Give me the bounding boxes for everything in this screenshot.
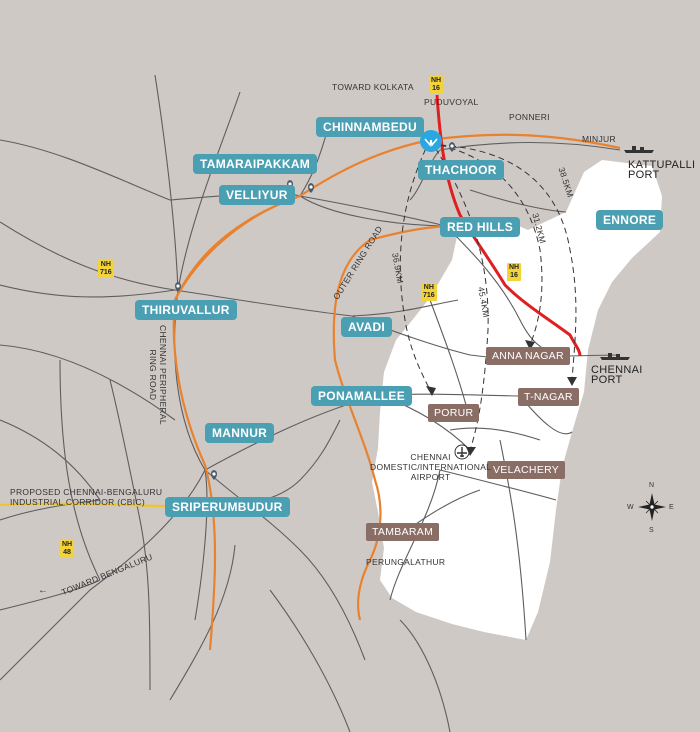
text-toward-kolkata: TOWARD KOLKATA	[332, 82, 414, 92]
label-chinnambedu[interactable]: CHINNAMBEDU	[316, 117, 424, 137]
pin-tamaraipakkam	[308, 183, 314, 193]
compass-s: S	[649, 527, 654, 534]
text-perungalathur: PERUNGALATHUR	[366, 557, 446, 567]
pin-thachoor	[449, 142, 455, 152]
label-red-hills[interactable]: RED HILLS	[440, 217, 521, 237]
compass-n: N	[649, 482, 655, 489]
text-industrial-corridor: PROPOSED CHENNAI-BENGALURU INDUSTRIAL CO…	[10, 487, 163, 507]
label-avadi[interactable]: AVADI	[341, 317, 393, 337]
nh48-shield: NH 48	[60, 540, 75, 558]
text-minjur: MINJUR	[582, 134, 616, 144]
text-chennai-airport: CHENNAI DOMESTIC/INTERNATIONAL AIRPORT	[370, 452, 492, 482]
nh16-shield-mid: NH 16	[507, 263, 522, 281]
nh16-shield-top: NH 16	[429, 76, 444, 94]
label-velliyur[interactable]: VELLIYUR	[219, 185, 295, 205]
label-anna-nagar[interactable]: ANNA NAGAR	[486, 347, 570, 365]
text-puduvoyal: PUDUVOYAL	[424, 97, 479, 107]
coast-island	[614, 168, 660, 214]
label-sriperumbudur[interactable]: SRIPERUMBUDUR	[165, 497, 290, 517]
compass-e: E	[669, 504, 674, 511]
text-kattupalli-port: KATTUPALLI PORT	[628, 159, 696, 181]
text-ponneri: PONNERI	[509, 112, 550, 122]
pin-thiruvallur	[175, 282, 181, 292]
pin-sriperumbudur	[211, 470, 217, 480]
label-t-nagar[interactable]: T-NAGAR	[518, 388, 579, 406]
compass-rose-icon	[638, 493, 666, 521]
label-porur[interactable]: PORUR	[428, 404, 480, 422]
label-mannur[interactable]: MANNUR	[205, 423, 275, 443]
chennai-city-area	[372, 160, 662, 640]
label-velachery[interactable]: VELACHERY	[487, 461, 566, 479]
label-ponamallee[interactable]: PONAMALLEE	[311, 386, 412, 406]
label-thiruvallur[interactable]: THIRUVALLUR	[135, 300, 237, 320]
label-thachoor[interactable]: THACHOOR	[418, 160, 504, 180]
label-tamaraipakkam[interactable]: TAMARAIPAKKAM	[193, 154, 318, 174]
text-chennai-port: CHENNAI PORT	[591, 364, 643, 386]
nh716-shield-mid: NH 716	[421, 283, 437, 301]
label-ennore[interactable]: ENNORE	[596, 210, 664, 230]
ship-icon-chennai-port	[600, 353, 630, 360]
text-peripheral-ring-road: CHENNAI PERIPHERAL RING ROAD	[148, 325, 168, 425]
nh716-shield-left: NH 716	[98, 260, 114, 278]
compass-w: W	[627, 504, 634, 511]
ship-icon-kattupalli	[624, 146, 654, 153]
airport-icon	[454, 444, 470, 460]
label-tambaram[interactable]: TAMBARAM	[366, 523, 440, 541]
toward-bengaluru-arrow-icon: ←	[38, 585, 49, 596]
project-location-icon	[420, 130, 442, 152]
